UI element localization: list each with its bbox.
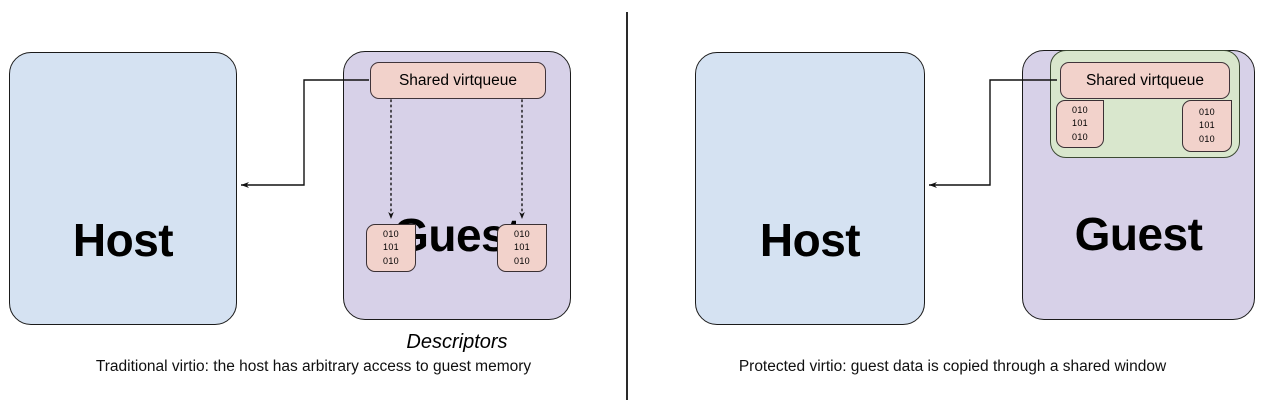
descriptor-bits-line: 010 [1072, 131, 1088, 142]
host-label: Host [759, 214, 861, 266]
shared-virtqueue-label: Shared virtqueue [1085, 71, 1205, 89]
descriptor-bits-line: 101 [1072, 118, 1088, 129]
descriptor-bits-line: 101 [514, 242, 530, 253]
descriptor-box-1[interactable]: 010 101 010 [1056, 100, 1104, 148]
descriptor-bits-line: 010 [514, 229, 530, 240]
descriptors-label: Descriptors [406, 331, 508, 353]
descriptor-bits-line: 010 [383, 255, 399, 266]
descriptor-bits-line: 010 [1199, 107, 1215, 118]
host-label: Host [72, 214, 174, 266]
shared-virtqueue-box[interactable]: Shared virtqueue [1060, 62, 1230, 99]
caption-protected: Protected virtio: guest data is copied t… [738, 358, 1167, 375]
guest-label: Guest [1074, 208, 1203, 260]
descriptor-bits-line: 010 [514, 255, 530, 266]
descriptor-bits-line: 101 [383, 242, 399, 253]
shared-virtqueue-box[interactable]: Shared virtqueue [370, 62, 546, 99]
host-box: Host [695, 52, 925, 325]
descriptor-box-2[interactable]: 010 101 010 [497, 224, 547, 272]
host-box: Host [9, 52, 237, 325]
descriptor-bits-line: 010 [383, 229, 399, 240]
descriptor-bits-line: 010 [1072, 105, 1088, 116]
descriptor-bits-line: 101 [1199, 120, 1215, 131]
panel-divider [626, 12, 628, 400]
panel-traditional-virtio: Host Guest Descriptors Shared virtqueue … [0, 0, 627, 408]
descriptor-box-2[interactable]: 010 101 010 [1182, 100, 1232, 152]
shared-virtqueue-label: Shared virtqueue [398, 71, 518, 89]
descriptor-box-1[interactable]: 010 101 010 [366, 224, 416, 272]
caption-traditional: Traditional virtio: the host has arbitra… [95, 358, 532, 375]
descriptor-bits-line: 010 [1199, 133, 1215, 144]
panel-protected-virtio: Host Guest Shared virtqueue 010 101 010 … [639, 0, 1266, 408]
